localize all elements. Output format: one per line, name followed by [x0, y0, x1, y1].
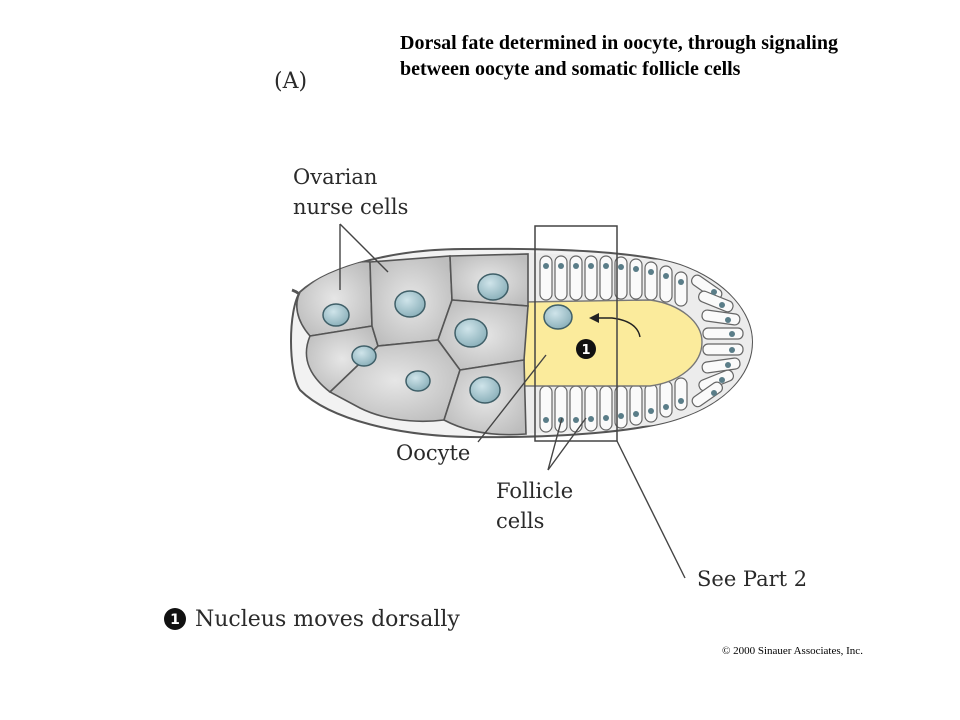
legend-marker: [164, 608, 186, 630]
follicle-cells-label: Follicle cells: [496, 479, 580, 533]
nurse-cells-label-line-2: nurse cells: [293, 195, 408, 219]
follicle-leader-1: [547, 417, 563, 471]
title-line-1: Dorsal fate determined in oocyte, throug…: [400, 32, 838, 54]
nurse-cells-label-line-1: Ovarian: [293, 165, 377, 189]
panel-label: (A): [274, 69, 307, 94]
follicle-leader-2: [547, 417, 587, 471]
legend-text: Nucleus moves dorsally: [195, 607, 460, 632]
part-2-callout-box: [534, 225, 618, 442]
oocyte-leader: [477, 354, 547, 443]
legend-marker-number: 1: [170, 612, 180, 628]
slide-title: Dorsal fate determined in oocyte, throug…: [400, 30, 945, 82]
follicle-nuclei: [543, 263, 735, 423]
oocyte-label: Oocyte: [396, 441, 470, 465]
legend: 1 Nucleus moves dorsally: [164, 607, 460, 632]
follicle-cells-label-line-1: Follicle: [496, 479, 573, 503]
step-marker-1: 1: [576, 339, 596, 359]
follicle-cells-posterior: [690, 274, 744, 408]
see-part-leader: [616, 440, 686, 579]
follicle-cells-top: [539, 255, 688, 307]
title-line-2: between oocyte and somatic follicle cell…: [400, 58, 741, 80]
oocyte-nucleus: [543, 304, 573, 330]
egg-chamber: 1: [290, 247, 754, 439]
follicle-cells-bottom: [539, 377, 688, 433]
nurse-cells-label: Ovarian nurse cells: [293, 165, 408, 219]
follicle-cells-label-line-2: cells: [496, 509, 544, 533]
see-part-2-label: See Part 2: [697, 567, 807, 591]
copyright-notice: © 2000 Sinauer Associates, Inc.: [722, 645, 863, 657]
step-marker-number: 1: [581, 343, 590, 358]
nurse-cell-nuclei: [322, 273, 509, 404]
nurse-cells-leader-2: [339, 223, 389, 273]
nucleus-movement-arrow: [589, 313, 641, 338]
